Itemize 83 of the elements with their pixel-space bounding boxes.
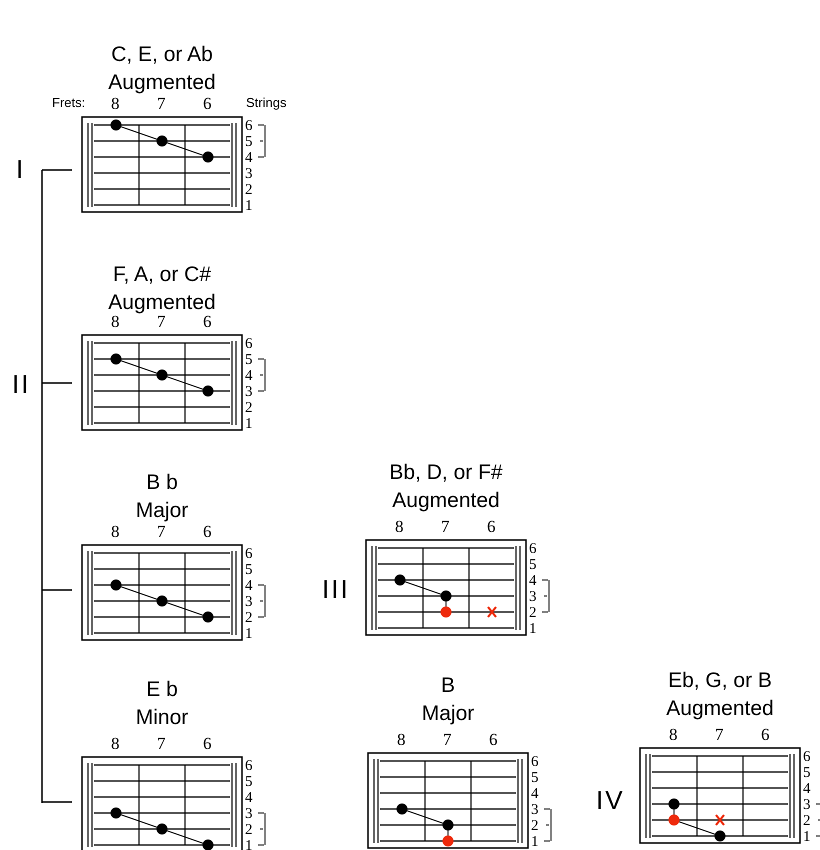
string-number: 2 xyxy=(803,814,810,828)
string-number: 5 xyxy=(531,771,538,785)
axis-label: Strings xyxy=(246,96,286,110)
fret-number: 8 xyxy=(111,735,120,752)
string-number: 1 xyxy=(531,835,538,849)
string-number: 6 xyxy=(803,750,810,764)
fret-number: 6 xyxy=(203,313,212,330)
fret-number: 8 xyxy=(397,731,406,748)
chord-name: F, A, or C# xyxy=(112,262,212,288)
axis-label: Frets: xyxy=(52,96,86,110)
string-number: 2 xyxy=(245,401,252,415)
string-number: 3 xyxy=(529,590,536,604)
string-number: 3 xyxy=(531,803,538,817)
string-number: 2 xyxy=(531,819,538,833)
string-number: 1 xyxy=(803,830,810,844)
fret-number: 6 xyxy=(761,726,770,743)
string-number: 5 xyxy=(803,766,810,780)
string-number: 3 xyxy=(245,167,252,181)
fret-number: 7 xyxy=(157,735,166,752)
string-number: 4 xyxy=(529,574,536,588)
string-number: 2 xyxy=(245,611,252,625)
string-number: 1 xyxy=(529,622,536,636)
fret-number: 8 xyxy=(395,518,404,535)
string-number: 4 xyxy=(245,151,252,165)
fret-number: 8 xyxy=(111,95,120,112)
fret-number: 6 xyxy=(203,95,212,112)
fret-number: 7 xyxy=(157,95,166,112)
string-number: 3 xyxy=(245,807,252,821)
fret-number: 8 xyxy=(111,523,120,540)
string-number: 5 xyxy=(529,558,536,572)
string-number: 5 xyxy=(245,353,252,367)
string-number: 2 xyxy=(529,606,536,620)
chord-name: Eb, G, or B xyxy=(667,668,773,694)
fret-number: 8 xyxy=(669,726,678,743)
chord-quality: Augmented xyxy=(665,696,775,722)
string-number: 5 xyxy=(245,563,252,577)
chord-name: B xyxy=(440,673,456,699)
group-numeral: IV xyxy=(596,786,625,814)
string-number: 4 xyxy=(245,791,252,805)
chord-name: E b xyxy=(145,677,179,703)
chord-quality: Major xyxy=(134,498,190,524)
string-number: 1 xyxy=(245,627,252,641)
chord-quality: Minor xyxy=(134,705,190,731)
string-number: 3 xyxy=(803,798,810,812)
string-number: 6 xyxy=(531,755,538,769)
string-number: 4 xyxy=(245,579,252,593)
group-numeral: III xyxy=(322,575,350,603)
string-number: 4 xyxy=(803,782,810,796)
string-number: 1 xyxy=(245,199,252,213)
chord-quality: Major xyxy=(420,701,476,727)
chord-name: C, E, or Ab xyxy=(110,42,214,68)
string-number: 2 xyxy=(245,183,252,197)
string-number: 2 xyxy=(245,823,252,837)
string-number: 1 xyxy=(245,417,252,431)
chord-name: B b xyxy=(145,470,179,496)
string-number: 6 xyxy=(245,759,252,773)
string-number: 3 xyxy=(245,385,252,399)
chord-quality: Augmented xyxy=(107,290,217,316)
group-numeral: I xyxy=(16,155,26,183)
string-number: 1 xyxy=(245,839,252,850)
string-number: 5 xyxy=(245,775,252,789)
string-number: 4 xyxy=(531,787,538,801)
fret-number: 6 xyxy=(487,518,496,535)
fret-number: 7 xyxy=(157,313,166,330)
fret-number: 6 xyxy=(203,523,212,540)
string-number: 6 xyxy=(245,337,252,351)
string-number: 6 xyxy=(529,542,536,556)
fret-number: 8 xyxy=(111,313,120,330)
string-number: 4 xyxy=(245,369,252,383)
group-numeral: II xyxy=(12,370,30,398)
chord-quality: Augmented xyxy=(391,488,501,514)
fret-number: 6 xyxy=(203,735,212,752)
chord-name: Bb, D, or F# xyxy=(388,460,504,486)
string-number: 6 xyxy=(245,547,252,561)
fret-number: 7 xyxy=(157,523,166,540)
fret-number: 6 xyxy=(489,731,498,748)
string-number: 6 xyxy=(245,119,252,133)
fret-number: 7 xyxy=(443,731,452,748)
string-number: 3 xyxy=(245,595,252,609)
fret-number: 7 xyxy=(441,518,450,535)
fret-number: 7 xyxy=(715,726,724,743)
chord-quality: Augmented xyxy=(107,70,217,96)
string-number: 5 xyxy=(245,135,252,149)
